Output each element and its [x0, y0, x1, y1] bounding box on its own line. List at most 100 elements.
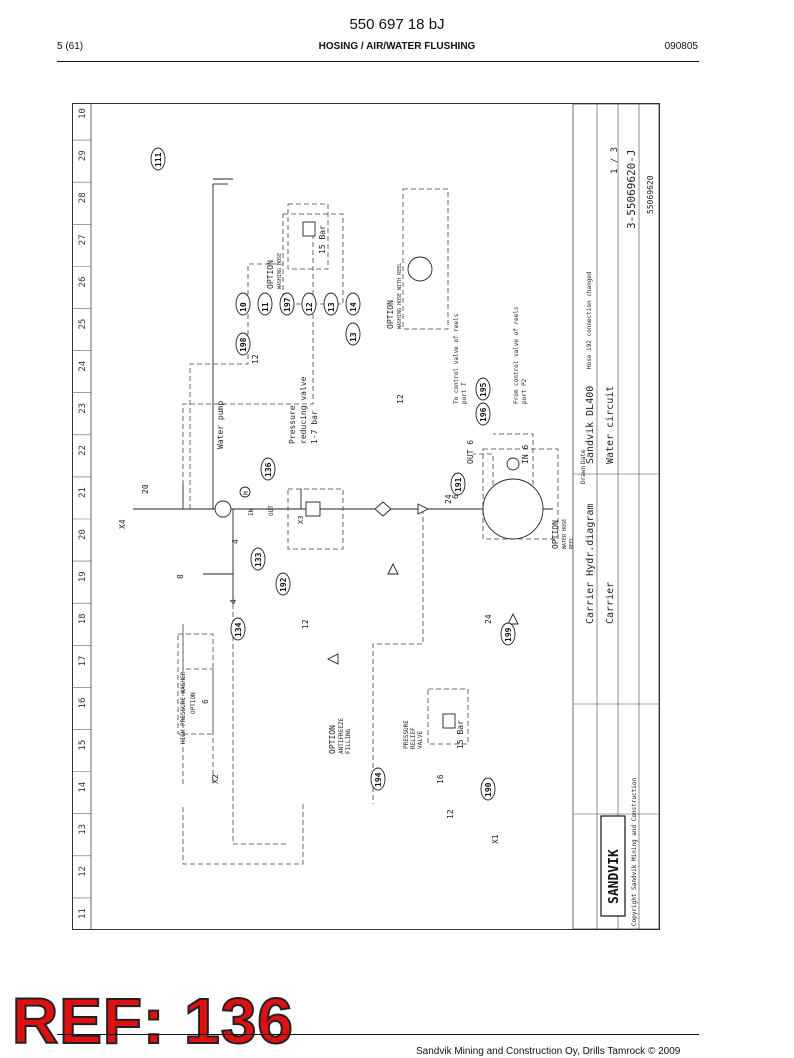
hose-size-label: 6 — [451, 494, 460, 499]
column-number: 17 — [78, 656, 88, 667]
column-number: 27 — [78, 234, 88, 245]
section-title: HOSING / AIR/WATER FLUSHING — [318, 41, 476, 52]
label-relief-15-bottom: 15 Bar — [456, 720, 465, 749]
callout-number: 134 — [234, 622, 243, 637]
column-number: 20 — [78, 529, 88, 540]
label-option-antifreeze-2: ANTIFREEZE — [338, 717, 345, 754]
callout-195: 195 — [475, 377, 491, 401]
label-connector-x4: X4 — [118, 519, 127, 529]
column-number: 28 — [78, 192, 88, 203]
label-connector-x1: X1 — [491, 834, 500, 844]
callout-number: 198 — [239, 337, 248, 352]
label-port-out: OUT — [268, 505, 275, 516]
relief-valve-top — [302, 221, 316, 237]
label-pressure-relief-3: VALVE — [417, 731, 424, 749]
hose-size-label: 12 — [301, 619, 310, 629]
components — [214, 221, 544, 729]
hose-size-label: 8 — [176, 574, 185, 579]
hose-size-label: 4 — [229, 599, 238, 604]
label-option-small: OPTION — [190, 692, 197, 714]
label-connector-x3: X3 — [297, 516, 305, 524]
label-option-water-reel-3: REEL — [569, 537, 575, 549]
product-name: Sandvik DL400 — [585, 386, 596, 464]
column-number: 14 — [78, 782, 88, 793]
reel-motor-symbol — [506, 457, 520, 471]
hose-size-label: 12 — [446, 809, 455, 819]
hose-size-label: 16 — [436, 774, 445, 784]
callout-number: 14 — [349, 302, 358, 312]
hose-size-label: 24 — [484, 614, 493, 624]
callout-197: 197 — [279, 292, 295, 316]
column-number: 16 — [78, 698, 88, 709]
column-number: 29 — [78, 150, 88, 161]
callout-number: 13 — [349, 332, 358, 342]
label-port-in6: IN 6 — [521, 445, 530, 464]
footer-rule — [57, 1034, 699, 1035]
label-option-water-reel: OPTION — [551, 520, 560, 549]
label-from-control-1: From control valve of reels — [513, 306, 520, 404]
callout-196: 196 — [475, 402, 491, 426]
callout-number: 191 — [454, 477, 463, 492]
label-to-control-2: port T — [461, 382, 468, 404]
label-pressure-relief-1: PRESSURE — [403, 720, 410, 749]
column-number: 10 — [78, 108, 88, 119]
ref-label: REF: 136 — [11, 984, 294, 1058]
bypass-valve — [387, 562, 399, 575]
label-option-antifreeze: OPTION — [328, 725, 337, 754]
washing-reel-symbol — [407, 256, 433, 282]
ref-number: 55069620 — [646, 175, 655, 214]
callout-number: 13 — [327, 302, 336, 312]
label-high-pressure-washer: HIGH PRESSURE WASHER — [180, 671, 187, 744]
callout-13: 13 — [345, 322, 361, 346]
label-pressure-reducing-3: 1-7 bar — [310, 410, 319, 444]
column-number: 24 — [78, 361, 88, 372]
hose-size-label: 12 — [396, 394, 405, 404]
label-motor-m: M — [243, 491, 250, 495]
footer-copyright: Sandvik Mining and Construction Oy, Dril… — [416, 1046, 681, 1057]
column-number: 19 — [78, 571, 88, 582]
antifreeze-valve — [326, 653, 339, 665]
label-from-control-2: port P2 — [521, 378, 528, 404]
label-connector-x2: X2 — [211, 774, 220, 784]
callout-12: 12 — [301, 292, 317, 316]
drawn-label: Drawn — [580, 466, 587, 484]
label-option-water-reel-2: WATER HOSE — [562, 519, 568, 549]
sheet-number: 1 / 3 — [610, 147, 620, 174]
date-label: Date — [580, 449, 587, 464]
column-number: 18 — [78, 613, 88, 624]
date-code: 090805 — [664, 41, 698, 52]
callout-198: 198 — [235, 332, 251, 356]
diagram-title: Carrier Hydr.diagram — [585, 504, 596, 624]
label-port-in: IN — [248, 508, 255, 516]
label-option-washing: OPTION — [266, 260, 275, 289]
column-number: 25 — [78, 319, 88, 330]
callout-136: 136 — [260, 457, 276, 481]
revision-note: Hose 192 connection changed — [586, 271, 593, 369]
callout-190: 190 — [480, 777, 496, 801]
label-option-reel-2: WASHING HOSE WITH REEL — [397, 263, 403, 329]
hydraulic-diagram: 1112131415161718192021222324252627282910… — [73, 103, 660, 930]
hose-size-label: 20 — [141, 484, 150, 494]
label-option-reel: OPTION — [386, 300, 395, 329]
label-option-washing-2: WASHING HOSE — [277, 253, 283, 289]
callout-134: 134 — [230, 617, 246, 641]
callout-number: 12 — [305, 302, 314, 312]
label-relief-15-top: 15 Bar — [318, 225, 327, 254]
label-pressure-reducing-2: reducing valve — [299, 376, 308, 444]
drain-valve — [507, 612, 519, 625]
column-number: 11 — [78, 908, 88, 919]
water-reel-symbol — [482, 478, 544, 540]
hose-size-label: 12 — [251, 354, 260, 364]
check-valve-symbol — [417, 503, 430, 515]
callout-number: 111 — [154, 152, 163, 167]
label-pressure-reducing-1: Pressure — [288, 405, 297, 444]
callout-199: 199 — [500, 622, 516, 646]
dwg-number: 3-55069620-J — [625, 150, 638, 229]
column-number: 23 — [78, 403, 88, 414]
motor-symbol — [239, 486, 251, 498]
filter-symbol — [374, 501, 392, 517]
page-number: 5 (61) — [57, 41, 84, 52]
callout-number: 11 — [261, 302, 270, 312]
callout-194: 194 — [370, 767, 386, 791]
title-block: SANDVIK Copyright Sandvik Mining and Con… — [572, 103, 660, 930]
